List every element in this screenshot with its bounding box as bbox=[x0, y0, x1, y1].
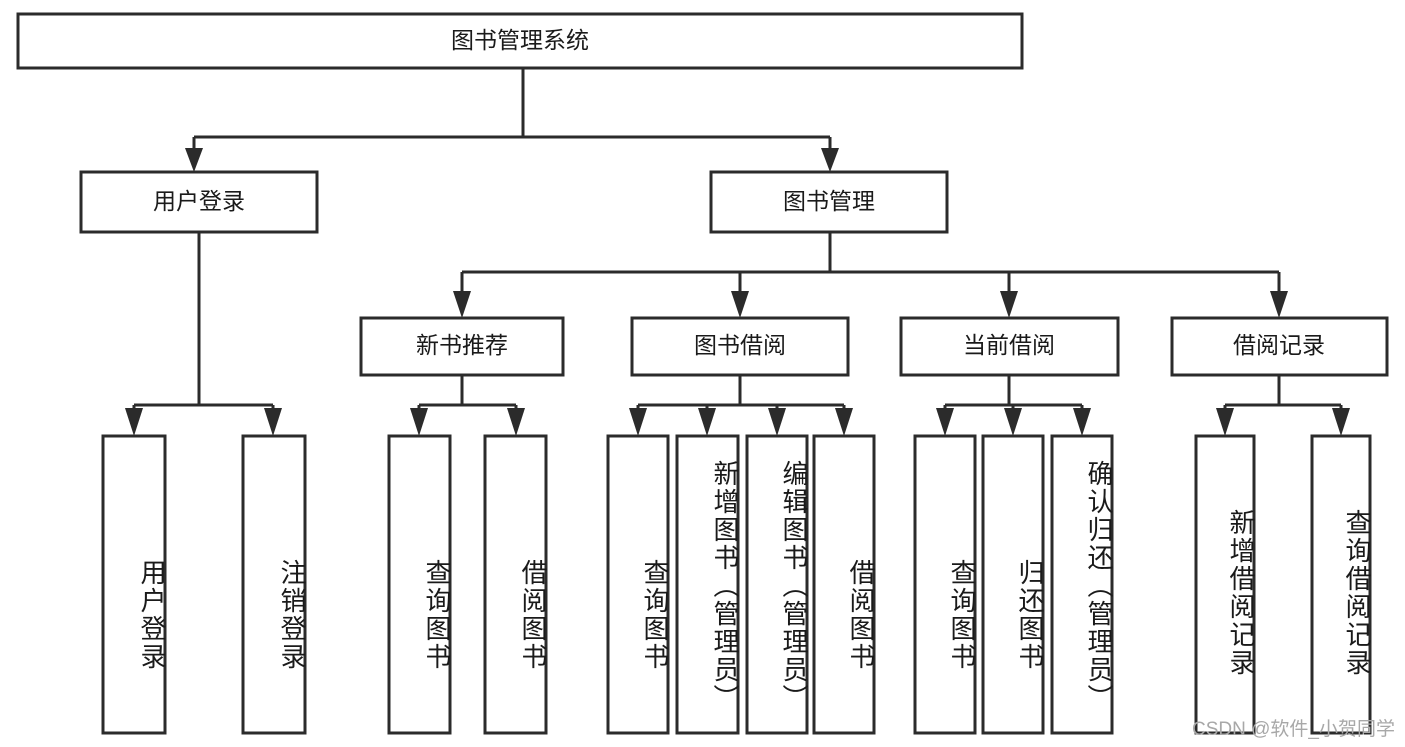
node-level3-new-book-recommend[interactable] bbox=[359, 316, 565, 377]
arrow-head-leaf-query-book-2 bbox=[629, 408, 647, 436]
node-root-label: 图书管理系统 bbox=[451, 27, 589, 53]
node-leaf-query-book-recommend[interactable] bbox=[387, 434, 452, 735]
connector-group-current-borrow-leaves bbox=[936, 375, 1091, 436]
node-level2-book-management-label: 图书管理 bbox=[783, 188, 875, 214]
arrow-head-leaf-add-record bbox=[1216, 408, 1234, 436]
arrow-head-new-book bbox=[453, 291, 471, 318]
node-leaf-borrow-book-recommend[interactable] bbox=[483, 434, 548, 735]
arrow-head-leaf-logout bbox=[264, 408, 282, 436]
arrow-head-book-manage bbox=[821, 148, 839, 172]
node-leaf-edit-book-admin[interactable] bbox=[745, 434, 809, 735]
arrow-head-borrow-record bbox=[1270, 291, 1288, 318]
node-level3-book-borrow[interactable] bbox=[630, 316, 850, 377]
node-level3-book-borrow-label: 图书借阅 bbox=[694, 332, 786, 358]
arrow-head-user-login bbox=[185, 148, 203, 172]
node-root-book-management-system[interactable] bbox=[16, 12, 1024, 70]
node-level2-user-login[interactable] bbox=[79, 170, 319, 234]
connector-group-borrow-record-leaves bbox=[1216, 375, 1350, 436]
node-leaf-confirm-return-admin[interactable] bbox=[1050, 434, 1114, 735]
node-level3-current-borrow[interactable] bbox=[899, 316, 1120, 377]
node-leaf-logout[interactable] bbox=[241, 434, 307, 735]
connector-group-new-book-leaves bbox=[410, 375, 525, 436]
node-level3-borrow-record-label: 借阅记录 bbox=[1233, 332, 1325, 358]
arrow-head-leaf-return-book bbox=[1004, 408, 1022, 436]
arrow-head-leaf-user-login bbox=[125, 408, 143, 436]
node-leaf-borrow-book[interactable] bbox=[812, 434, 876, 735]
arrow-head-leaf-query-record bbox=[1332, 408, 1350, 436]
node-leaf-query-book-borrow[interactable] bbox=[606, 434, 670, 735]
node-level2-book-management[interactable] bbox=[709, 170, 949, 234]
arrow-head-leaf-borrow-book-1 bbox=[507, 408, 525, 436]
csdn-watermark: CSDN @软件_小贺同学 bbox=[1192, 719, 1395, 740]
node-level2-user-login-label: 用户登录 bbox=[153, 188, 245, 214]
connector-group-root-to-level2 bbox=[185, 68, 839, 172]
arrow-head-leaf-confirm-return bbox=[1073, 408, 1091, 436]
arrow-head-leaf-edit-book bbox=[768, 408, 786, 436]
arrow-head-leaf-borrow-book-2 bbox=[835, 408, 853, 436]
node-level3-current-borrow-label: 当前借阅 bbox=[963, 332, 1055, 358]
arrow-head-leaf-query-book-1 bbox=[410, 408, 428, 436]
node-leaf-query-book-current[interactable] bbox=[913, 434, 977, 735]
arrow-head-book-borrow bbox=[731, 291, 749, 318]
node-leaf-query-borrow-record[interactable] bbox=[1310, 434, 1372, 735]
node-level3-borrow-record[interactable] bbox=[1170, 316, 1389, 377]
arrow-head-leaf-query-book-3 bbox=[936, 408, 954, 436]
node-leaf-add-borrow-record[interactable] bbox=[1194, 434, 1256, 735]
node-leaf-user-login[interactable] bbox=[101, 434, 167, 735]
arrow-head-leaf-add-book bbox=[698, 408, 716, 436]
node-leaf-return-book[interactable] bbox=[981, 434, 1045, 735]
connector-group-user-login-leaves bbox=[125, 232, 282, 436]
arrow-head-current-borrow bbox=[1000, 291, 1018, 318]
connector-group-booksys-to-level3 bbox=[453, 232, 1288, 318]
connector-group-book-borrow-leaves bbox=[629, 375, 853, 436]
node-leaf-add-book-admin[interactable] bbox=[675, 434, 740, 735]
node-level3-new-book-recommend-label: 新书推荐 bbox=[416, 332, 508, 358]
